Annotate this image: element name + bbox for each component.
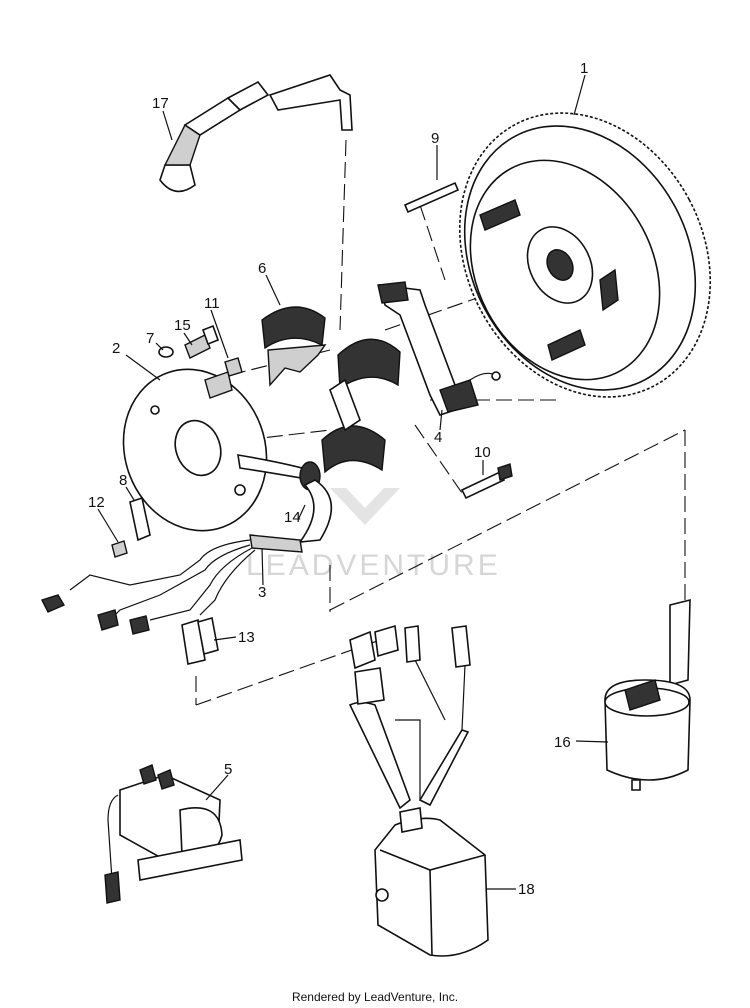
screw-12-part (111, 540, 128, 558)
callout-12: 12 (88, 494, 105, 511)
callout-14: 14 (284, 509, 301, 526)
callout-labels: 1 2 3 4 5 6 7 8 9 10 11 12 13 14 15 16 1… (88, 60, 588, 898)
callout-9: 9 (431, 130, 439, 147)
bolt-10-part (460, 463, 513, 500)
pin-part (403, 181, 460, 214)
assembly-lines (195, 139, 686, 706)
callout-11: 11 (204, 295, 220, 312)
watermark-text: LEADVENTURE (246, 549, 501, 582)
callout-2: 2 (112, 340, 120, 357)
starter-relay-part (104, 764, 243, 904)
small-hardware (111, 324, 243, 558)
screw-11-part (224, 357, 243, 377)
ignition-coil-part (604, 598, 691, 791)
stator-plate-part (122, 368, 268, 532)
wire-harness-part (41, 454, 333, 665)
callout-8: 8 (119, 472, 127, 489)
callout-3: 3 (258, 584, 266, 601)
leader-lines (97, 74, 609, 890)
callout-17: 17 (152, 95, 169, 112)
callout-13: 13 (238, 629, 255, 646)
screw-15-part (184, 324, 220, 359)
callout-1: 1 (580, 60, 588, 77)
callout-4: 4 (434, 429, 442, 446)
footer-credit: Rendered by LeadVenture, Inc. (291, 990, 459, 1004)
spark-plug-cap-part (159, 74, 353, 193)
callout-5: 5 (224, 761, 232, 778)
callout-18: 18 (518, 881, 535, 898)
callout-15: 15 (174, 317, 191, 334)
coil-assembly-part (261, 306, 401, 474)
watermark: LEADVENTURE (246, 488, 501, 582)
callout-10: 10 (474, 444, 491, 461)
flywheel-part (458, 112, 712, 398)
callout-16: 16 (554, 734, 571, 751)
cdi-unit-part (348, 624, 489, 957)
callout-6: 6 (258, 260, 266, 277)
callout-7: 7 (146, 330, 154, 347)
clamp-8-part (129, 496, 151, 542)
charge-coil-part (377, 281, 501, 416)
